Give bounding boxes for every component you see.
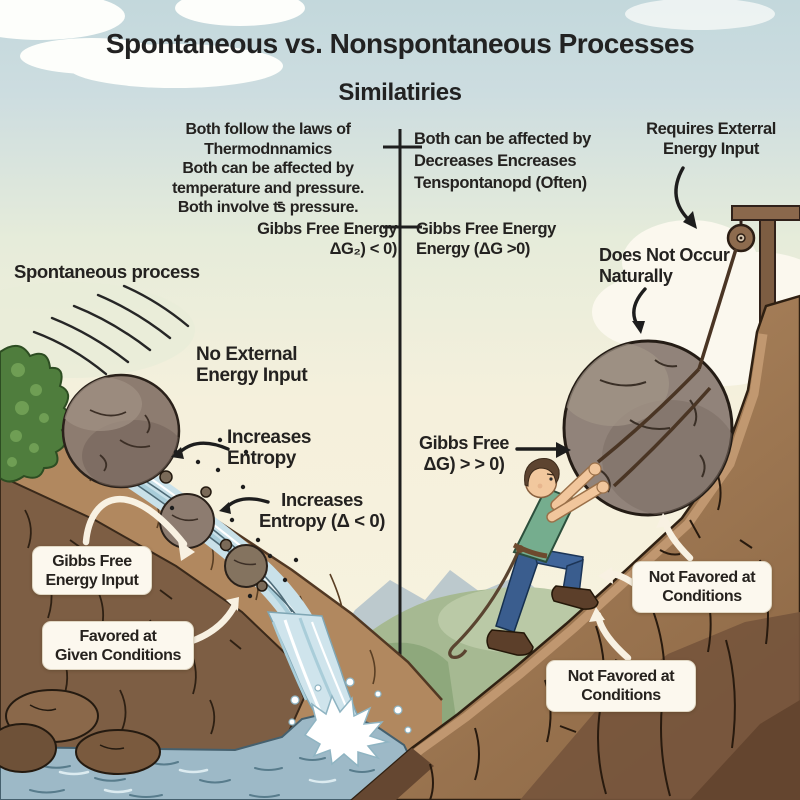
pool-rocks (0, 689, 161, 775)
gibbs-free-energy-input-box: Gibbs Free Energy Input (32, 546, 152, 595)
subtitle: Similatiries (338, 79, 462, 106)
arrow-entropy-1 (178, 441, 230, 454)
black-arrowheads (171, 211, 697, 514)
does-not-occur-label: Does Not Occur Naturally (599, 245, 730, 286)
motion-lines (32, 284, 190, 376)
debris-dots (169, 437, 299, 599)
arrow-favored (188, 601, 239, 645)
similarities-right-text: Both can be affected by Decreases Encrea… (414, 130, 591, 192)
favored-at-conditions-box: Favored at Given Conditions (42, 621, 194, 670)
not-favored-box-1: Not Favored at Conditions (632, 561, 772, 613)
arrow-entropy-2 (226, 497, 270, 508)
climber (448, 458, 610, 659)
similarities-left-gibbs: Gibbs Free Energy ΔG₂) < 0) (257, 220, 397, 258)
splash (288, 677, 412, 768)
no-external-energy-label: No External Energy Input (196, 344, 308, 386)
page-title: Spontaneous vs. Nonspontaneous Processes (105, 28, 695, 59)
white-arrowheads (178, 513, 672, 622)
divider-line (383, 129, 422, 668)
black-arrows (178, 166, 692, 508)
arrow-gibbs-input (82, 496, 188, 548)
rope (596, 248, 738, 488)
rolling-rocks (159, 437, 299, 599)
trees (0, 345, 71, 483)
not-favored-box-2: Not Favored at Conditions (546, 660, 696, 712)
increases-entropy-label-1: Increases Entropy (227, 427, 312, 469)
similarities-right-gibbs: Gibbs Free Energy Energy (ΔG >0) (416, 220, 556, 258)
arrow-requires-external (674, 166, 692, 223)
requires-external-label: Requires Exterral Energy Input (646, 120, 776, 158)
increases-entropy-label-2: Increases Entropy (Δ < 0) (258, 489, 386, 531)
gibbs-free-dg-label: Gibbs Free ΔG) > > 0) (418, 433, 510, 474)
spontaneous-process-label: Spontaneous process (14, 261, 200, 282)
similarities-left-text: Both follow the laws of Thermodnnamics B… (172, 121, 364, 216)
